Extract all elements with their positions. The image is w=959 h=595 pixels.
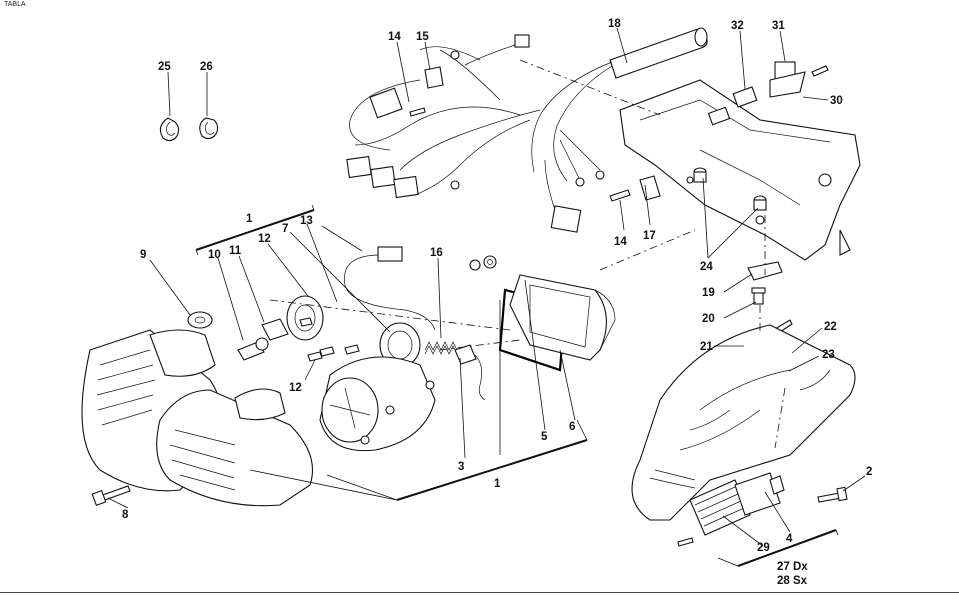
callout-5: 5: [541, 431, 548, 443]
screw-8: [91, 485, 131, 507]
callout-31: 31: [772, 20, 785, 32]
callout-16: 16: [430, 247, 443, 259]
fairing: [631, 324, 856, 521]
callout-18: 18: [608, 18, 621, 30]
callout-12-top: 12: [258, 233, 271, 245]
callout-2: 2: [866, 466, 872, 478]
callout-27-dx: 27 Dx: [777, 561, 808, 573]
callout-9: 9: [140, 249, 146, 261]
headlight-bracket: [619, 79, 861, 261]
leader-lines: [107, 27, 866, 547]
group-bracket-1-top: [195, 204, 315, 256]
screw-2: [817, 486, 848, 503]
group-bracket-1-bottom: [249, 419, 588, 501]
projector-unit: [319, 356, 436, 452]
grommet-9: [187, 311, 213, 329]
callout-30: 30: [830, 95, 843, 107]
bottom-rule: [0, 592, 959, 593]
small-bulbs-12: [307, 344, 360, 362]
wire-13: [344, 246, 436, 331]
turn-indicator: [649, 469, 785, 547]
callout-25: 25: [158, 61, 171, 73]
callout-12-bottom: 12: [289, 382, 302, 394]
callout-13: 13: [300, 215, 313, 227]
clip-25: [159, 117, 180, 142]
callout-15: 15: [416, 31, 429, 43]
relay-32: [707, 86, 758, 126]
callout-14-right: 14: [614, 236, 627, 248]
connector-3: [454, 344, 486, 401]
bulb-holder-11: [261, 318, 289, 341]
nuts-1: [469, 255, 497, 271]
callout-32: 32: [731, 20, 744, 32]
rubber-pad-24: [693, 167, 767, 211]
bulb-10: [237, 337, 269, 361]
clip-26: [199, 117, 219, 140]
assembly-lines: [269, 59, 786, 449]
callout-14: 14: [388, 31, 401, 43]
wiring-harness: [346, 27, 708, 233]
callout-23: 23: [822, 349, 835, 361]
callout-19: 19: [702, 287, 715, 299]
callout-22: 22: [824, 321, 837, 333]
callout-6: 6: [569, 421, 575, 433]
cover-6: [509, 274, 616, 361]
callout-17: 17: [643, 230, 656, 242]
callout-28-sx: 28 Sx: [777, 575, 808, 587]
callout-29: 29: [757, 542, 770, 554]
callout-26: 26: [200, 61, 213, 73]
headlight-housing: [81, 329, 314, 507]
callout-7: 7: [282, 223, 288, 235]
spring-16: [424, 341, 458, 355]
callout-1-top: 1: [246, 213, 253, 225]
screw-14: [409, 66, 661, 202]
callout-20: 20: [702, 313, 715, 325]
callout-21: 21: [700, 341, 713, 353]
group-bracket-27-28: [717, 529, 839, 567]
callout-3: 3: [458, 461, 464, 473]
screw-20: [751, 287, 766, 305]
callout-24: 24: [700, 261, 713, 273]
callout-4: 4: [786, 533, 793, 545]
callout-11: 11: [229, 245, 242, 257]
callout-1-bottom: 1: [494, 478, 501, 490]
callout-8: 8: [122, 509, 129, 521]
page-label: TABLA: [4, 1, 26, 8]
relay-31: [769, 61, 829, 98]
callout-10: 10: [208, 249, 221, 261]
reflector-ring-12: [286, 295, 324, 341]
